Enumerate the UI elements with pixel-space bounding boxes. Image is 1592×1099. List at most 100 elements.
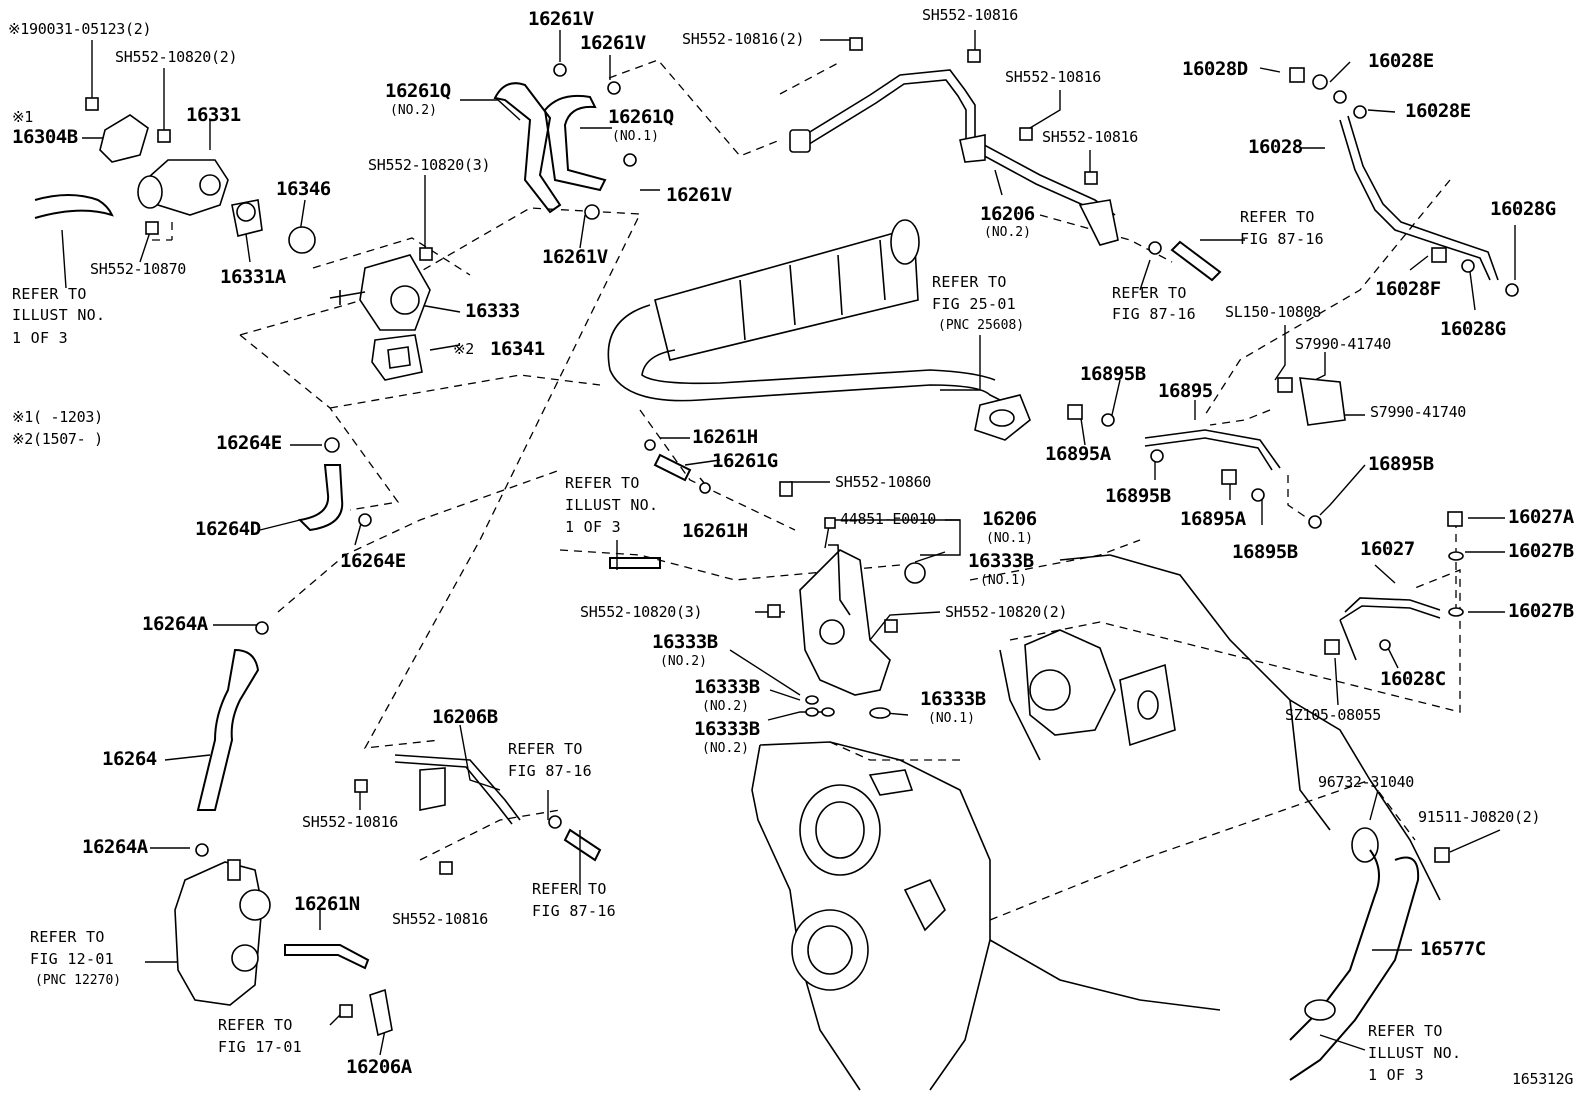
label-sh552-10820-3a[interactable]: SH552-10820(3)	[368, 156, 491, 174]
figure-code: 165312G	[1512, 1070, 1574, 1088]
label-16333b-4[interactable]: 16333B	[694, 718, 760, 740]
label-sh552-10820-2a[interactable]: SH552-10820(2)	[115, 48, 238, 66]
label-16027b-1[interactable]: 16027B	[1508, 540, 1574, 562]
label-no2-d: (NO.2)	[702, 699, 749, 714]
label-s7990-41740-2[interactable]: S7990-41740	[1370, 403, 1467, 421]
label-16261h-2[interactable]: 16261H	[682, 520, 748, 542]
label-sh552-10816-b1[interactable]: SH552-10816	[302, 813, 399, 831]
label-16895a-1[interactable]: 16895A	[1045, 443, 1111, 465]
label-fig-17-01[interactable]: FIG 17-01	[218, 1038, 302, 1056]
label-refer-to-illust-mid: REFER TO	[565, 474, 640, 492]
egr-cooler	[607, 219, 1031, 441]
label-sh552-10820-2b[interactable]: SH552-10820(2)	[945, 603, 1068, 621]
label-sh552-10816-t1[interactable]: SH552-10816	[922, 6, 1019, 24]
label-sh552-10816-t2[interactable]: SH552-10816	[1005, 68, 1102, 86]
label-16261v-4[interactable]: 16261V	[542, 246, 608, 268]
label-16331[interactable]: 16331	[186, 104, 241, 126]
label-no2-a: (NO.2)	[390, 103, 437, 118]
label-no1-a: (NO.1)	[612, 129, 659, 144]
label-16206-no1[interactable]: 16206	[982, 508, 1037, 530]
hoses	[34, 82, 1222, 970]
label-16895b-2[interactable]: 16895B	[1105, 485, 1171, 507]
label-190031-05123[interactable]: ※190031-05123(2)	[8, 20, 152, 38]
label-no2-b: (NO.2)	[984, 225, 1031, 240]
label-91511-j0820[interactable]: 91511-J0820(2)	[1418, 808, 1541, 826]
label-16895a-2[interactable]: 16895A	[1180, 508, 1246, 530]
label-16028e-2[interactable]: 16028E	[1405, 100, 1471, 122]
label-sh552-10816-t3[interactable]: SH552-10816	[1042, 128, 1139, 146]
label-16331a[interactable]: 16331A	[220, 266, 286, 288]
label-16895b-4[interactable]: 16895B	[1368, 453, 1434, 475]
label-fig-87-16c[interactable]: FIG 87-16	[1240, 230, 1324, 248]
label-16206b[interactable]: 16206B	[432, 706, 498, 728]
label-16264e-1[interactable]: 16264E	[216, 432, 282, 454]
label-refer-to-fig87d: REFER TO	[1112, 284, 1187, 302]
label-1of3-bot: 1 OF 3	[1368, 1066, 1424, 1084]
label-no1-b: (NO.1)	[986, 531, 1033, 546]
label-sh552-10816-2[interactable]: SH552-10816(2)	[682, 30, 805, 48]
label-16264a-2[interactable]: 16264A	[82, 836, 148, 858]
label-16028g-2[interactable]: 16028G	[1440, 318, 1506, 340]
label-fig-87-16d[interactable]: FIG 87-16	[1112, 305, 1196, 323]
label-16264d[interactable]: 16264D	[195, 518, 261, 540]
label-16261v-3[interactable]: 16261V	[666, 184, 732, 206]
label-1of3-mid: 1 OF 3	[565, 518, 621, 536]
label-illust-no-top: ILLUST NO.	[12, 306, 106, 324]
label-no2-e: (NO.2)	[702, 741, 749, 756]
label-16028f[interactable]: 16028F	[1375, 278, 1441, 300]
label-16895b-3[interactable]: 16895B	[1232, 541, 1298, 563]
label-16333b-3[interactable]: 16333B	[694, 676, 760, 698]
label-sh552-10870[interactable]: SH552-10870	[90, 260, 187, 278]
label-16027a[interactable]: 16027A	[1508, 506, 1574, 528]
label-refer-to-fig25: REFER TO	[932, 273, 1007, 291]
label-note1: ※1( -1203)	[12, 408, 103, 426]
label-sl150-10808[interactable]: SL150-10808	[1225, 303, 1322, 321]
label-16027[interactable]: 16027	[1360, 538, 1415, 560]
label-fig-12-01[interactable]: FIG 12-01	[30, 950, 114, 968]
label-16333b-5[interactable]: 16333B	[920, 688, 986, 710]
label-16577c[interactable]: 16577C	[1420, 938, 1486, 960]
label-16341[interactable]: 16341	[490, 338, 545, 360]
label-16333b-1[interactable]: 16333B	[968, 550, 1034, 572]
label-sh552-10820-3b[interactable]: SH552-10820(3)	[580, 603, 703, 621]
label-refer-to-fig87a: REFER TO	[508, 740, 583, 758]
label-16027b-2[interactable]: 16027B	[1508, 600, 1574, 622]
label-16264[interactable]: 16264	[102, 748, 157, 770]
label-16333b-2[interactable]: 16333B	[652, 631, 718, 653]
label-16261v-2[interactable]: 16261V	[580, 32, 646, 54]
label-refer-to-fig12: REFER TO	[30, 928, 105, 946]
label-16261n[interactable]: 16261N	[294, 893, 360, 915]
label-44851-e0010[interactable]: 44851-E0010	[840, 510, 937, 528]
label-16895[interactable]: 16895	[1158, 380, 1213, 402]
label-16346[interactable]: 16346	[276, 178, 331, 200]
label-16028c[interactable]: 16028C	[1380, 668, 1446, 690]
label-16261h-1[interactable]: 16261H	[692, 426, 758, 448]
label-16206a[interactable]: 16206A	[346, 1056, 412, 1078]
label-16264a-1[interactable]: 16264A	[142, 613, 208, 635]
label-s7990-41740-1[interactable]: S7990-41740	[1295, 335, 1392, 353]
label-sh552-10860[interactable]: SH552-10860	[835, 473, 932, 491]
label-16304b[interactable]: 16304B	[12, 126, 78, 148]
label-sh552-10816-b2[interactable]: SH552-10816	[392, 910, 489, 928]
label-1of3-top: 1 OF 3	[12, 329, 68, 347]
label-16028g-1[interactable]: 16028G	[1490, 198, 1556, 220]
label-fig-25-01[interactable]: FIG 25-01	[932, 295, 1016, 313]
label-fig-87-16a[interactable]: FIG 87-16	[508, 762, 592, 780]
label-16028e-1[interactable]: 16028E	[1368, 50, 1434, 72]
label-96732-31040[interactable]: 96732-31040	[1318, 773, 1415, 791]
label-refer-to-illust-bot: REFER TO	[1368, 1022, 1443, 1040]
label-sz105-08055[interactable]: SZ105-08055	[1285, 706, 1382, 724]
label-16206-no2[interactable]: 16206	[980, 203, 1035, 225]
label-16261g[interactable]: 16261G	[712, 450, 778, 472]
label-16028[interactable]: 16028	[1248, 136, 1303, 158]
label-fig-87-16b[interactable]: FIG 87-16	[532, 902, 616, 920]
label-16895b-1[interactable]: 16895B	[1080, 363, 1146, 385]
label-16261q-no2[interactable]: 16261Q	[385, 80, 451, 102]
label-16333[interactable]: 16333	[465, 300, 520, 322]
label-pnc-12270: (PNC 12270)	[35, 973, 122, 988]
leader-lines	[61, 30, 1516, 1056]
label-16261v-1[interactable]: 16261V	[528, 8, 594, 30]
label-16028d[interactable]: 16028D	[1182, 58, 1248, 80]
label-16261q-no1[interactable]: 16261Q	[608, 106, 674, 128]
label-16264e-2[interactable]: 16264E	[340, 550, 406, 572]
